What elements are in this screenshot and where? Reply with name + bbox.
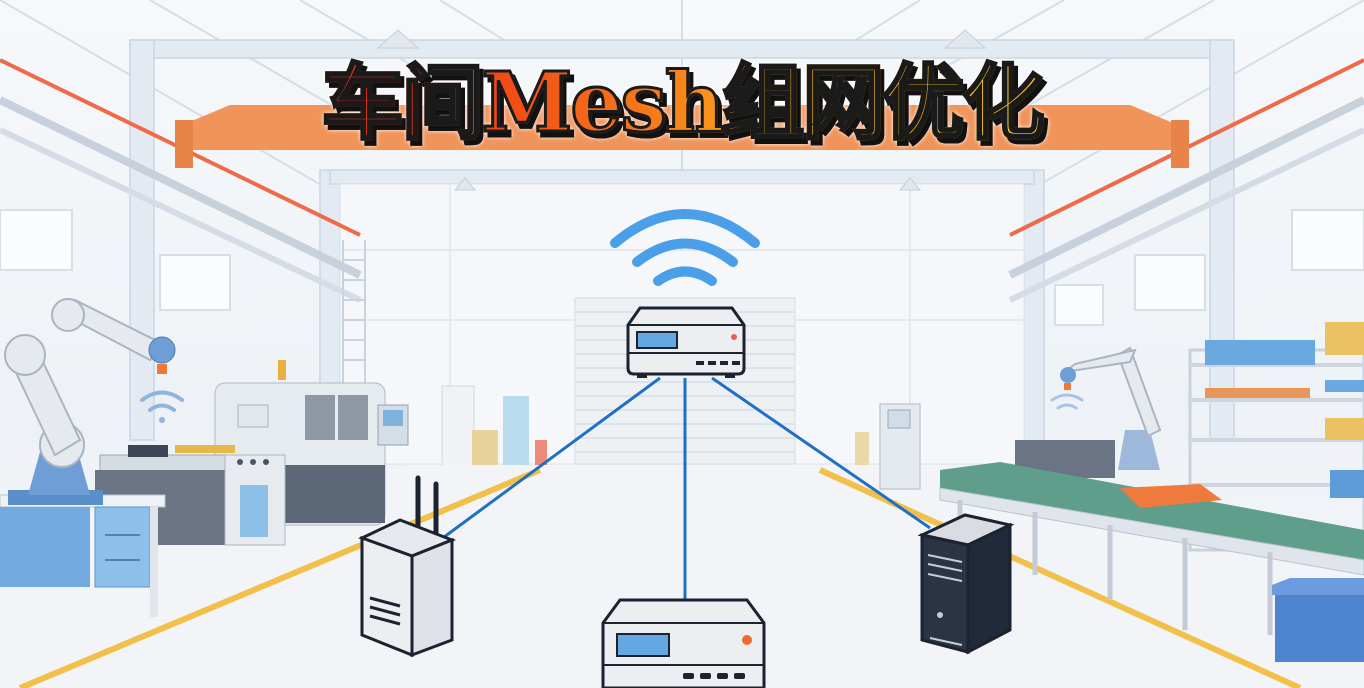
conveyor-belt — [939, 462, 1364, 635]
workbench — [0, 494, 166, 617]
overhead-crane — [175, 105, 1189, 168]
central-mesh-router-icon — [626, 306, 746, 378]
bottom-mesh-router-icon — [601, 598, 766, 688]
page-title: 车间Mesh组网优化 — [0, 61, 1364, 146]
processing-machine — [95, 445, 286, 546]
robotic-arm-right — [1050, 346, 1162, 470]
desktop-tower-icon — [917, 513, 1015, 655]
storage-shelves — [1188, 322, 1364, 552]
mesh-links — [439, 376, 931, 600]
title-text: 车间Mesh组网优化 — [316, 61, 1049, 146]
robotic-arm-left — [4, 298, 184, 505]
antenna-router-icon — [358, 475, 457, 658]
wifi-signal-icon — [610, 209, 760, 286]
blue-crate — [1272, 578, 1364, 662]
